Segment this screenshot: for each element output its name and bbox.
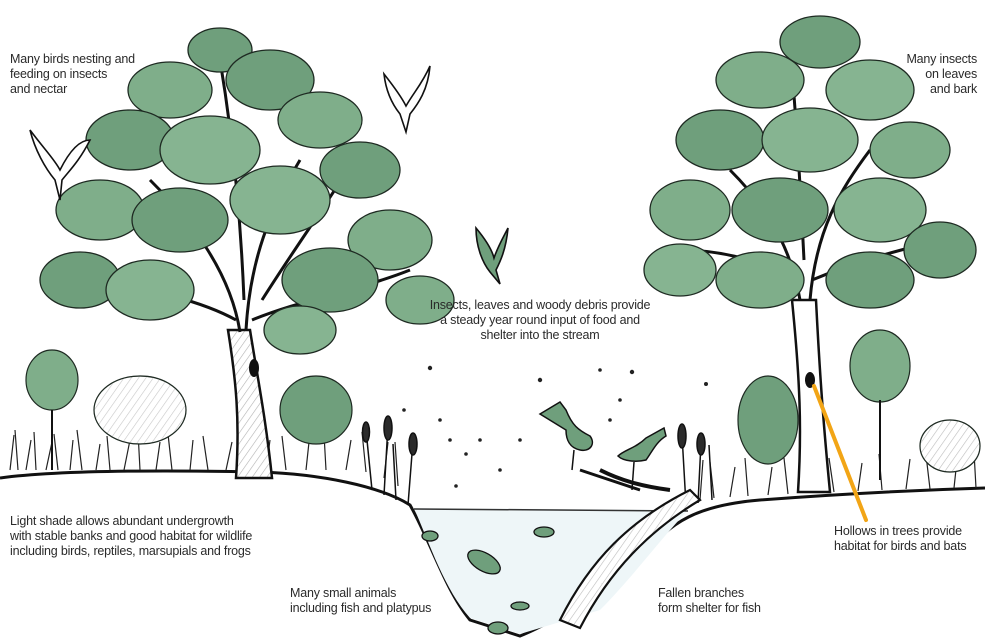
label-line: and bark [906,82,977,97]
label-line: shelter into the stream [420,328,660,343]
label-line: Hollows in trees provide [834,524,966,539]
label-insects-on-leaves: Many insects on leaves and bark [906,52,977,97]
label-debris-input: Insects, leaves and woody debris provide… [420,298,660,343]
label-birds-nesting: Many birds nesting and feeding on insect… [10,52,135,97]
grass-left [10,430,398,486]
label-line: Many small animals [290,586,431,601]
label-small-animals: Many small animals including fish and pl… [290,586,431,616]
label-line: on leaves [906,67,977,82]
label-line: a steady year round input of food and [420,313,660,328]
reeds-left [363,416,418,505]
label-line: Many birds nesting and [10,52,135,67]
label-light-shade: Light shade allows abundant undergrowth … [10,514,252,559]
label-line: Many insects [906,52,977,67]
label-fallen-branches: Fallen branches form shelter for fish [658,586,761,616]
right-shrubs [738,330,980,480]
label-line: feeding on insects [10,67,135,82]
label-line: with stable banks and good habitat for w… [10,529,252,544]
bird-flying-top [384,66,430,132]
label-line: including birds, reptiles, marsupials an… [10,544,252,559]
label-line: and nectar [10,82,135,97]
flying-insects [402,366,708,488]
label-line: Light shade allows abundant undergrowth [10,514,252,529]
label-hollows: Hollows in trees provide habitat for bir… [834,524,966,554]
label-line: habitat for birds and bats [834,539,966,554]
label-line: Fallen branches [658,586,761,601]
label-line: Insects, leaves and woody debris provide [420,298,660,313]
label-line: form shelter for fish [658,601,761,616]
label-line: including fish and platypus [290,601,431,616]
left-shrubs [26,350,352,470]
bird-flying-center [476,228,508,284]
